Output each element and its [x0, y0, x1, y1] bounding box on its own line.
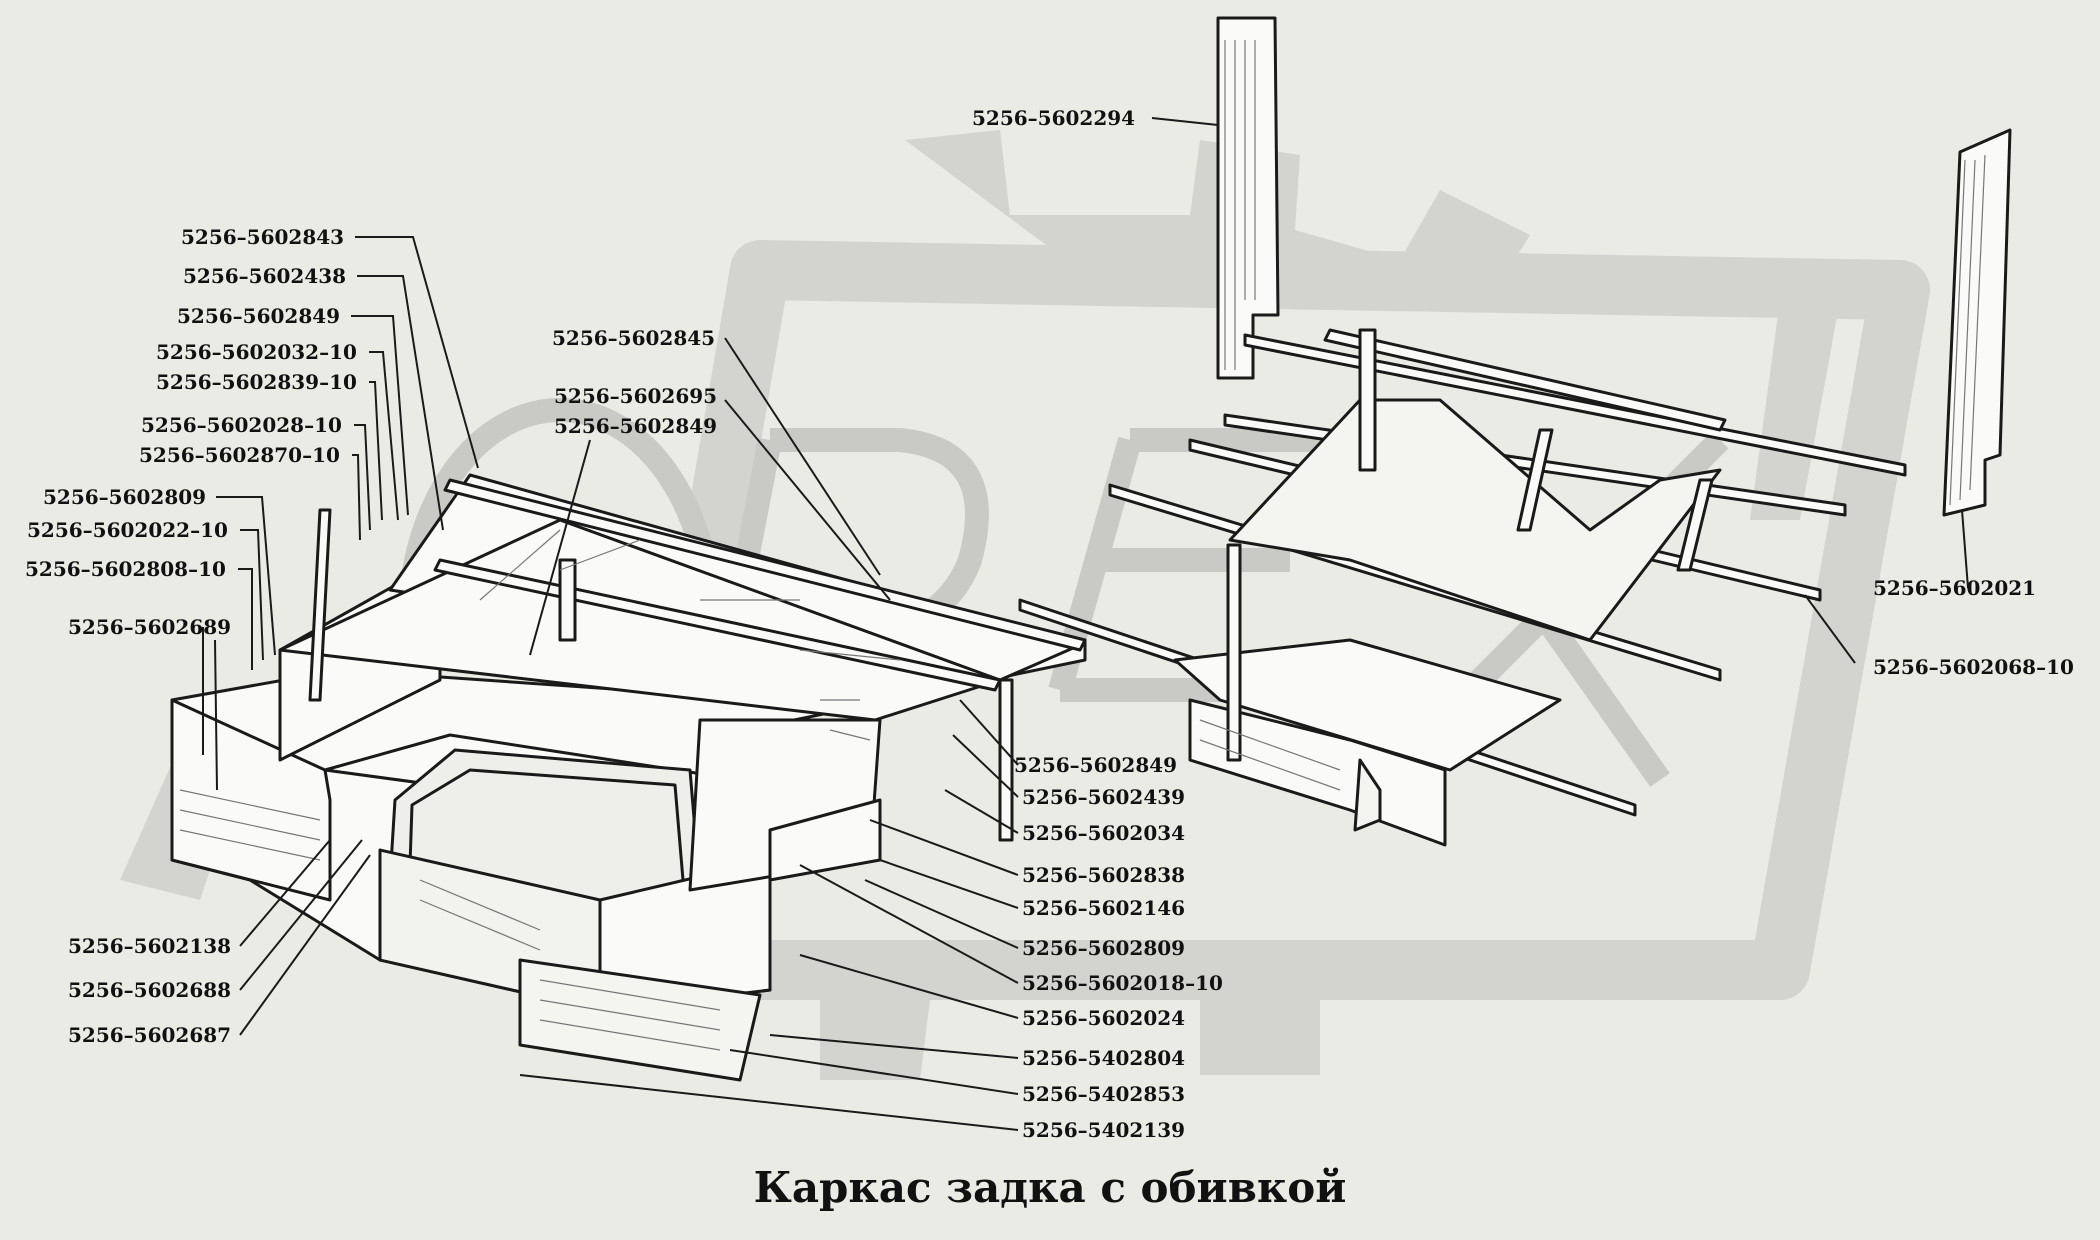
- vertical-post-c: [1226, 543, 1242, 762]
- left-diag-strut: [308, 508, 332, 702]
- leader-l08: [352, 454, 361, 541]
- label-l23: 5256–5602809: [1022, 936, 1186, 960]
- label-l06: 5256–5602839–10: [156, 370, 357, 394]
- label-l01: 5256–5602294: [972, 106, 1136, 130]
- label-l25: 5256–5602024: [1022, 1006, 1186, 1030]
- label-l15: 5256–5602849: [554, 414, 718, 438]
- label-l26: 5256–5402804: [1022, 1046, 1186, 1070]
- vertical-post-b: [998, 678, 1014, 842]
- vertical-post-a: [558, 558, 577, 642]
- leader-l16: [1961, 509, 1969, 589]
- label-l27: 5256–5402853: [1022, 1082, 1186, 1106]
- label-l08: 5256–5602870–10: [139, 443, 340, 467]
- label-l21: 5256–5602838: [1022, 863, 1186, 887]
- label-l19: 5256–5602439: [1022, 785, 1186, 809]
- label-l13: 5256–5602845: [552, 326, 716, 350]
- lower-shelf-panel: [1173, 638, 1562, 772]
- leader-l28: [519, 1074, 1019, 1131]
- leader-l26: [769, 1034, 1019, 1059]
- leader-l04: [351, 315, 409, 516]
- tall-side-panel-left: [1216, 16, 1280, 380]
- front-bumper-panel: [518, 958, 762, 1082]
- label-l09: 5256–5602809: [43, 485, 207, 509]
- inner-floor-frame: [1228, 398, 1722, 642]
- label-l17: 5256–5602068–10: [1873, 655, 2074, 679]
- label-l03: 5256–5602438: [183, 264, 347, 288]
- leader-l11: [238, 568, 253, 670]
- leader-l15: [529, 439, 591, 656]
- leader-l09: [216, 496, 276, 656]
- leader-l17: [1804, 594, 1856, 664]
- label-l31: 5256–5602687: [68, 1023, 232, 1047]
- leader-l01: [1151, 117, 1219, 126]
- leader-l10: [240, 529, 264, 661]
- leader-l05: [369, 351, 399, 521]
- label-l30: 5256–5602688: [68, 978, 232, 1002]
- label-l29: 5256–5602138: [68, 934, 232, 958]
- top-rail-long: [443, 478, 1087, 652]
- right-frame-assembly: [1018, 16, 2012, 847]
- label-l12: 5256–5602689: [68, 615, 232, 639]
- label-l11: 5256–5602808–10: [25, 557, 226, 581]
- vertical-post-f: [1676, 478, 1714, 572]
- label-l20: 5256–5602034: [1022, 821, 1186, 845]
- leader-l12: [202, 627, 218, 791]
- leader-l07: [354, 424, 371, 531]
- label-l10: 5256–5602022–10: [27, 518, 228, 542]
- leader-l29: [239, 839, 331, 947]
- left-frame-assembly: [170, 473, 1087, 1082]
- diagram-title: Каркас задка с обивкой: [753, 1163, 1347, 1212]
- leader-l02: [355, 236, 479, 469]
- leader-l19: [952, 734, 1019, 798]
- leader-l20: [944, 789, 1019, 834]
- leader-l13: [724, 337, 881, 576]
- leader-l24: [799, 864, 1019, 984]
- leader-l30: [239, 839, 363, 991]
- label-l22: 5256–5602146: [1022, 896, 1186, 920]
- leader-l22: [879, 859, 1019, 909]
- leader-l25: [799, 954, 1019, 1019]
- left-side-wall: [170, 698, 332, 902]
- leader-l18: [959, 699, 1019, 766]
- leader-l03: [357, 275, 444, 531]
- label-l18: 5256–5602849: [1014, 753, 1178, 777]
- label-l28: 5256–5402139: [1022, 1118, 1186, 1142]
- leader-l23: [864, 879, 1019, 949]
- leader-lines: [202, 117, 1969, 1131]
- label-l07: 5256–5602028–10: [141, 413, 342, 437]
- label-l16: 5256–5602021: [1873, 576, 2037, 600]
- leader-l14: [724, 399, 891, 601]
- leader-l31: [239, 854, 371, 1036]
- leader-l27: [729, 1049, 1019, 1095]
- vertical-post-d: [1358, 328, 1377, 472]
- label-l14: 5256–5602695: [554, 384, 718, 408]
- leader-l21: [869, 819, 1019, 876]
- label-l02: 5256–5602843: [181, 225, 345, 249]
- label-l24: 5256–5602018–10: [1022, 971, 1223, 995]
- vertical-post-e: [1516, 428, 1554, 532]
- leader-l06: [369, 381, 383, 521]
- label-l05: 5256–5602032–10: [156, 340, 357, 364]
- label-l04: 5256–5602849: [177, 304, 341, 328]
